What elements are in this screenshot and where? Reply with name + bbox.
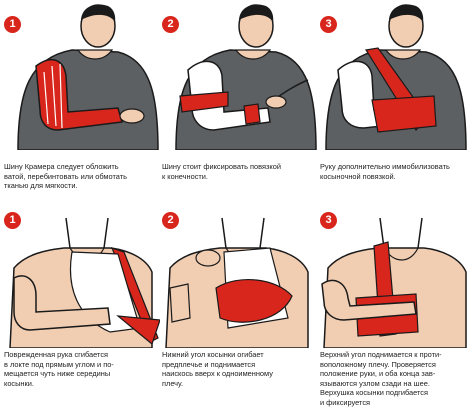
step-panel-top-3: 3 Руку дополнительно иммобилизовать косы… [316, 0, 467, 200]
sling-icon [325, 4, 467, 150]
step-panel-bottom-2: 2 Нижний угол косынки огибает предплечье… [158, 208, 309, 417]
step-number-badge: 2 [162, 212, 179, 229]
step-panel-top-1: 1 Шину Крамера следует обложить ватой, п… [0, 0, 159, 200]
step-caption: Шину стоит фиксировать повязкой к конечн… [162, 162, 281, 181]
step-number-badge: 3 [320, 212, 337, 229]
splint-icon [17, 4, 159, 150]
step-caption: Нижний угол косынки огибает предплечье и… [162, 350, 273, 388]
bandage-icon [175, 4, 317, 150]
step-number-badge: 3 [320, 16, 337, 33]
step-caption: Верхний угол поднимается к проти- вополо… [320, 350, 442, 407]
step-caption: Шину Крамера следует обложить ватой, пер… [4, 162, 127, 191]
knot-icon [321, 217, 467, 348]
step-panel-top-2: 2 Шину стоит фиксировать повязкой к коне… [158, 0, 317, 200]
step-caption: Поврежденная рука сгибается в локте под … [4, 350, 114, 388]
step-number-badge: 2 [162, 16, 179, 33]
step-number-badge: 1 [4, 212, 21, 229]
step-caption: Руку дополнительно иммобилизовать косыно… [320, 162, 450, 181]
step-panel-bottom-1: 1 Поврежденная рука сгибается в локте по… [0, 208, 160, 417]
scarf-fold-icon [165, 217, 309, 348]
arm-bend-icon [9, 217, 160, 348]
step-panel-bottom-3: 3 Верхний угол поднимается к проти- вопо… [316, 208, 467, 417]
step-number-badge: 1 [4, 16, 21, 33]
